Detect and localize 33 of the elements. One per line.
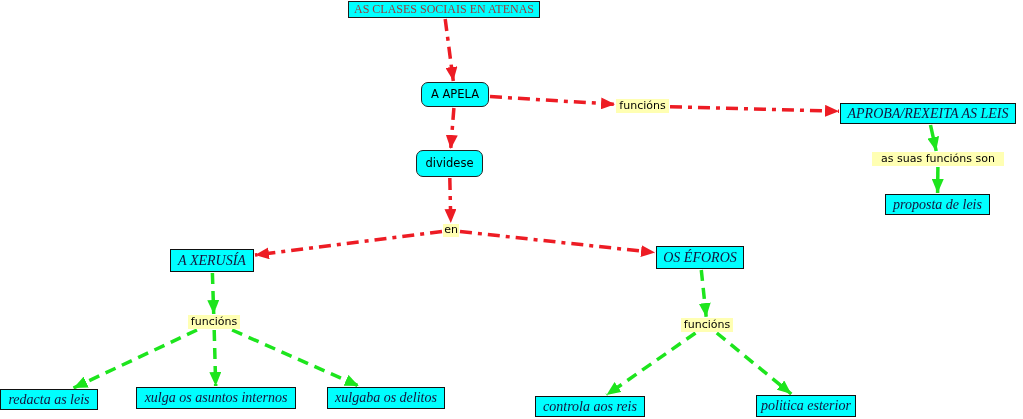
linking-phrase: en xyxy=(443,224,459,237)
arrow xyxy=(231,328,360,388)
concept-box: xulgaba os delitos xyxy=(327,387,445,409)
arrow xyxy=(444,177,457,224)
arrow xyxy=(931,167,944,193)
arrow xyxy=(207,272,220,315)
arrow xyxy=(254,229,443,260)
arrow xyxy=(443,18,458,82)
arrow xyxy=(669,104,840,117)
arrow xyxy=(459,229,656,258)
linking-phrase: funcións xyxy=(188,315,240,329)
concept-box: politica esterior xyxy=(756,395,856,417)
linking-phrase: funcións xyxy=(681,318,733,332)
concept-box: xulga os asuntos internos xyxy=(136,387,296,409)
arrow xyxy=(445,107,458,150)
arrow xyxy=(927,124,940,152)
concept-box: APROBA/REXEITA AS LEIS xyxy=(840,103,1016,124)
arrow xyxy=(209,329,222,387)
linking-phrase: funcións xyxy=(616,99,669,113)
main-topic-box: AS CLASES SOCIAIS EN ATENAS xyxy=(348,1,541,18)
rounded-concept-box: dividese xyxy=(416,150,483,177)
concept-box: proposta de leis xyxy=(885,194,990,215)
concept-box: controla aos reis xyxy=(535,396,645,417)
arrow xyxy=(715,331,793,396)
arrow xyxy=(605,331,697,397)
rounded-concept-box: A APELA xyxy=(421,82,489,107)
concept-box: A XERUSÍA xyxy=(170,249,254,272)
linking-phrase: as suas funcións son xyxy=(872,152,1004,166)
arrow xyxy=(698,269,711,318)
concept-box: redacta as leis xyxy=(0,389,98,410)
arrow xyxy=(489,94,616,110)
arrow xyxy=(72,328,198,390)
concept-box: OS ÉFOROS xyxy=(656,246,744,269)
